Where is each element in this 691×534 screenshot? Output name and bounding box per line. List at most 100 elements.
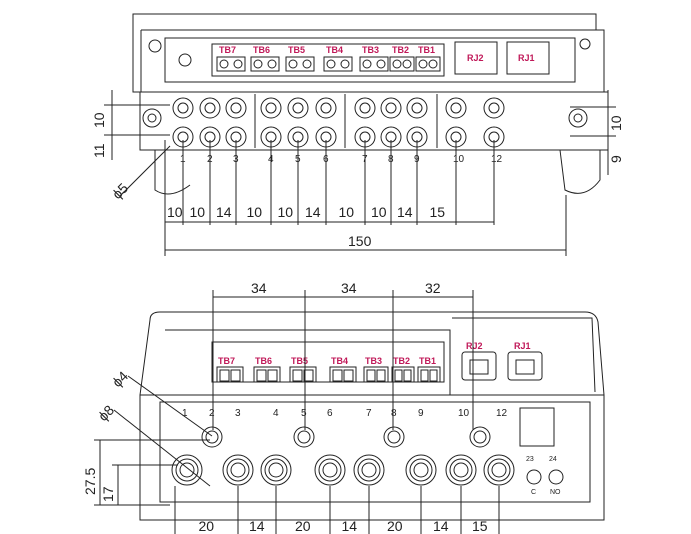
top-hole-upper-11 xyxy=(483,97,505,119)
mount-screw-left xyxy=(148,39,162,53)
front-term-num-5: 5 xyxy=(301,408,307,419)
top-pitch-value-6: 10 xyxy=(339,204,355,220)
top-tb-label-tb4: TB4 xyxy=(326,45,343,55)
front-rj2-port xyxy=(461,351,497,381)
top-hole-upper-inner-6 xyxy=(320,102,332,114)
top-pitch-value-1: 10 xyxy=(190,204,206,220)
terminal-block-strip xyxy=(211,43,445,77)
front-tb-label-tb2: TB2 xyxy=(393,356,410,366)
front-tb-slot-a-tb3 xyxy=(366,369,376,382)
top-hole-upper-1 xyxy=(172,97,194,119)
front-tb-slot-b-tb6 xyxy=(267,369,278,382)
mount-screw-left-2 xyxy=(178,53,192,67)
top-tb-label-tb6: TB6 xyxy=(253,45,270,55)
top-tb-body-tb7 xyxy=(216,56,246,72)
front-tb-slot-b-tb1 xyxy=(429,369,438,382)
front-tb-slot-a-tb2 xyxy=(394,369,403,382)
top-tb-label-tb2: TB2 xyxy=(392,45,409,55)
front-tb-slot-b-tb7 xyxy=(230,369,241,382)
top-tb-label-tb7: TB7 xyxy=(219,45,236,55)
front-tb-body-tb4 xyxy=(329,366,357,383)
top-tb-screw-tb5-0 xyxy=(288,59,298,69)
front-housing-ledge xyxy=(140,317,604,396)
front-term-num-7: 7 xyxy=(366,408,372,419)
front-tb-slot-a-tb7 xyxy=(219,369,230,382)
front-term-num-8: 8 xyxy=(391,408,397,419)
front-rj2-label: RJ2 xyxy=(466,341,483,351)
front-tb-strip xyxy=(211,341,445,383)
front-tb-body-tb7 xyxy=(216,366,244,383)
front-bottom-dim-value-3: 14 xyxy=(342,518,358,534)
front-bottom-dim-value-0: 20 xyxy=(199,518,215,534)
top-hole-upper-inner-11 xyxy=(488,102,500,114)
dim-hole-phi5: ϕ5 xyxy=(109,180,132,203)
top-hole-upper-inner-8 xyxy=(385,102,397,114)
front-bottom-dim-value-5: 14 xyxy=(433,518,449,534)
front-bottom-dim-value-2: 20 xyxy=(295,518,311,534)
front-tb-label-tb1: TB1 xyxy=(419,356,436,366)
top-pitch-value-5: 14 xyxy=(305,204,321,220)
mount-hole-bottom-right-inner xyxy=(573,113,583,123)
rj2-port xyxy=(454,41,498,75)
top-tb-screw-tb1-0 xyxy=(418,59,428,69)
top-housing-outline xyxy=(132,13,605,93)
top-term-num-8: 8 xyxy=(388,154,394,165)
front-large-hole-4 xyxy=(353,454,385,486)
front-large-hole-inner-4 xyxy=(361,462,377,478)
aux-number-23: 23 xyxy=(526,456,534,463)
front-top-dim-value-0: 34 xyxy=(251,280,267,296)
dim-right-9: 9 xyxy=(608,155,624,163)
front-rj1-label: RJ1 xyxy=(514,341,531,351)
top-base-bottom xyxy=(154,149,601,195)
top-hole-upper-8 xyxy=(380,97,402,119)
top-tb-body-tb5 xyxy=(285,56,315,72)
dim-right-10: 10 xyxy=(608,115,624,131)
rj1-label: RJ1 xyxy=(518,53,535,63)
front-small-hole-inner-2 xyxy=(387,430,401,444)
top-tb-body-tb2 xyxy=(389,56,415,72)
top-tb-screw-tb3-0 xyxy=(362,59,372,69)
front-rj1-port xyxy=(507,351,543,381)
front-large-hole-inner-3 xyxy=(322,462,338,478)
phi4-leader xyxy=(127,375,213,437)
front-term-num-2: 2 xyxy=(209,408,215,419)
front-tb-body-tb6 xyxy=(253,366,281,383)
top-tb-screw-tb2-1 xyxy=(402,59,412,69)
front-tb-slot-b-tb3 xyxy=(376,369,386,382)
front-tb-label-tb6: TB6 xyxy=(255,356,272,366)
top-pitch-value-7: 10 xyxy=(371,204,387,220)
top-tb-screw-tb6-1 xyxy=(267,59,277,69)
mount-screw-right xyxy=(579,38,591,50)
top-hole-upper-9 xyxy=(406,97,428,119)
front-housing-outline xyxy=(139,311,605,521)
front-large-hole-0 xyxy=(171,454,203,486)
top-terminal-holes xyxy=(164,94,505,225)
top-connector-panel xyxy=(164,37,576,83)
aux-label-no: NO xyxy=(550,489,561,496)
front-tb-slot-b-tb4 xyxy=(343,369,354,382)
mount-hole-bottom-right xyxy=(568,108,588,128)
front-tb-body-tb1 xyxy=(417,366,441,383)
front-term-num-4: 4 xyxy=(273,408,279,419)
front-large-hole-5 xyxy=(405,454,437,486)
front-tb-label-tb3: TB3 xyxy=(365,356,382,366)
top-pitch-value-2: 14 xyxy=(216,204,232,220)
front-small-hole-inner-1 xyxy=(297,430,311,444)
front-small-hole-2 xyxy=(383,426,405,448)
dim-height-17: 17 xyxy=(100,486,116,502)
top-term-num-5: 5 xyxy=(295,154,301,165)
top-tb-screw-tb2-0 xyxy=(392,59,402,69)
front-large-hole-3 xyxy=(314,454,346,486)
front-tb-body-tb3 xyxy=(363,366,389,383)
front-bottom-dim-value-4: 20 xyxy=(387,518,403,534)
front-term-num-9: 9 xyxy=(418,408,424,419)
top-tb-screw-tb4-1 xyxy=(340,59,350,69)
top-tb-body-tb3 xyxy=(359,56,389,72)
top-tb-screw-tb1-1 xyxy=(428,59,438,69)
front-top-dim-value-1: 34 xyxy=(341,280,357,296)
front-large-hole-inner-2 xyxy=(268,462,284,478)
front-tb-slot-a-tb6 xyxy=(256,369,267,382)
top-pitch-value-8: 14 xyxy=(397,204,413,220)
